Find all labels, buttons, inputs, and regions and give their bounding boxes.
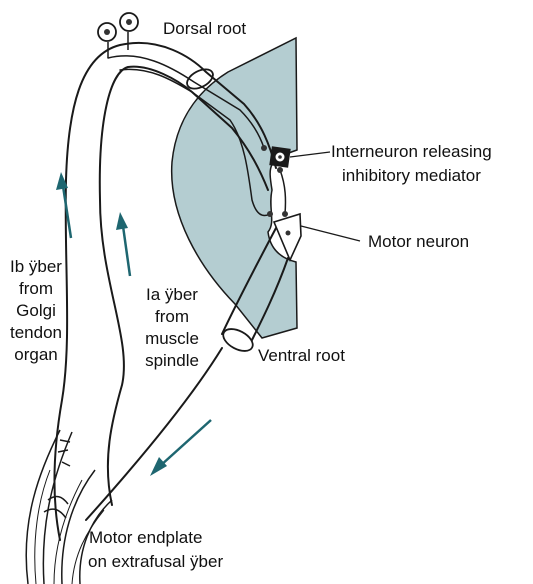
interneuron-label-line2: inhibitory mediator xyxy=(342,166,481,185)
ia-fiber-label-line2: from xyxy=(155,307,189,326)
ib-fiber-label-line3: Golgi xyxy=(16,301,56,320)
ib-fiber-label-line5: organ xyxy=(14,345,57,364)
ganglion-cell-ia xyxy=(120,13,138,31)
ib-fiber-label-line1: Ib ÿber xyxy=(10,257,62,276)
ventral-root-label: Ventral root xyxy=(258,346,345,365)
interneuron-label-line1: Interneuron releasing xyxy=(331,142,492,161)
motor-endplate-label-line1: Motor endplate xyxy=(89,528,202,547)
dorsal-root-label: Dorsal root xyxy=(163,19,246,38)
arrow-efferent-down xyxy=(150,420,211,476)
ganglion-cell-ib xyxy=(98,23,116,41)
leader-motor-neuron xyxy=(301,226,360,241)
interneuron-cell xyxy=(270,147,290,167)
interneuron-axon xyxy=(280,170,285,214)
ia-fiber-label-line4: spindle xyxy=(145,351,199,370)
leader-interneuron xyxy=(290,152,330,157)
arrow-ia-up xyxy=(116,212,130,276)
ia-fiber-label-line3: muscle xyxy=(145,329,199,348)
ia-fiber-label-line1: Ia ÿber xyxy=(146,285,198,304)
ib-fiber-label-line4: tendon xyxy=(10,323,62,342)
synapse-knob xyxy=(261,145,267,151)
motor-neuron-label: Motor neuron xyxy=(368,232,469,251)
efferent-nerve xyxy=(86,348,222,520)
ib-fiber-label-line2: from xyxy=(19,279,53,298)
synapse-knob xyxy=(267,211,273,217)
synapse-knob xyxy=(277,167,283,173)
arrow-ib-up xyxy=(56,172,71,238)
synapse-knob xyxy=(282,211,288,217)
motor-endplate-label-line2: on extrafusal ÿber xyxy=(88,552,223,571)
